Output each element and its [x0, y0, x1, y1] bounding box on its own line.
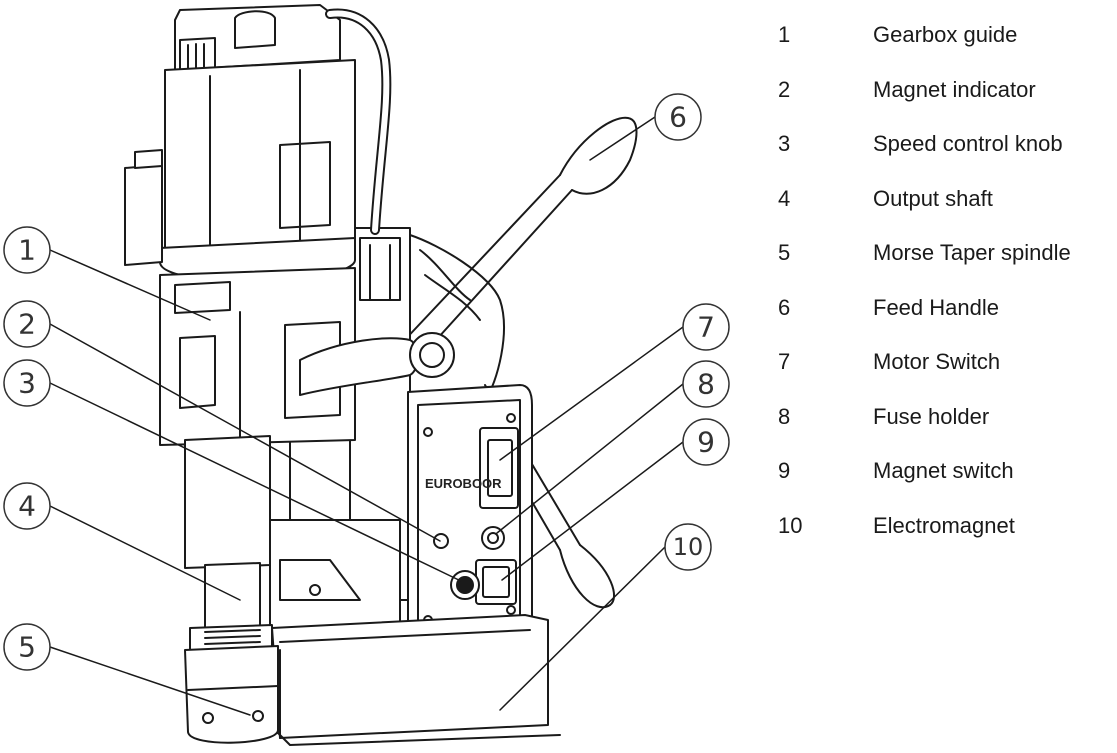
callout-number: 2	[18, 308, 36, 341]
legend-item: 5 Morse Taper spindle	[778, 226, 1113, 281]
gearbox	[159, 267, 455, 446]
legend-label: Feed Handle	[873, 294, 999, 320]
switch-panel: EUROBOOR	[407, 384, 533, 646]
legend-label: Output shaft	[873, 185, 993, 211]
callout-1: 1	[3, 226, 51, 274]
callout-number: 10	[673, 533, 704, 561]
spindle	[184, 435, 279, 744]
parts-legend: 1 Gearbox guide 2 Magnet indicator 3 Spe…	[778, 8, 1113, 553]
electromagnet-base	[271, 614, 561, 746]
legend-label: Motor Switch	[873, 349, 1001, 375]
legend-number: 4	[778, 185, 791, 211]
legend-item: 9 Magnet switch	[778, 444, 1113, 499]
legend-label: Magnet indicator	[873, 76, 1036, 102]
legend-item: 1 Gearbox guide	[778, 8, 1113, 63]
legend-item: 4 Output shaft	[778, 172, 1113, 227]
callout-4: 4	[3, 482, 51, 530]
callout-number: 1	[18, 234, 36, 267]
leader-lines	[49, 116, 684, 716]
callout-2: 2	[3, 300, 51, 348]
callout-number: 8	[697, 368, 715, 401]
legend-number: 2	[778, 76, 791, 102]
callout-8: 8	[682, 360, 730, 408]
legend-label: Morse Taper spindle	[873, 240, 1071, 266]
callout-9: 9	[682, 418, 730, 466]
legend-item: 3 Speed control knob	[778, 117, 1113, 172]
legend-label: Magnet switch	[873, 458, 1014, 484]
callout-5: 5	[3, 623, 51, 671]
callout-number: 4	[18, 490, 36, 523]
callout-7: 7	[682, 303, 730, 351]
legend-number: 3	[778, 131, 791, 157]
legend-number: 7	[778, 349, 791, 375]
legend-label: Gearbox guide	[873, 22, 1018, 48]
legend-label: Speed control knob	[873, 131, 1063, 157]
legend-number: 9	[778, 458, 791, 484]
legend-item: 6 Feed Handle	[778, 281, 1113, 336]
legend-item: 8 Fuse holder	[778, 390, 1113, 445]
callout-number: 9	[697, 426, 715, 459]
callout-10: 10	[664, 523, 712, 571]
legend-number: 1	[778, 22, 791, 48]
legend-number: 10	[778, 512, 803, 538]
callout-6: 6	[654, 93, 702, 141]
legend-item: 2 Magnet indicator	[778, 63, 1113, 118]
legend-number: 8	[778, 403, 791, 429]
callout-number: 6	[669, 101, 687, 134]
callout-number: 3	[18, 367, 36, 400]
legend-number: 6	[778, 294, 791, 320]
legend-label: Electromagnet	[873, 512, 1015, 538]
callout-number: 5	[18, 631, 36, 664]
brand-plate-label: EUROBOOR	[425, 476, 502, 491]
callout-3: 3	[3, 359, 51, 407]
motor-housing	[124, 4, 392, 283]
callout-number: 7	[697, 311, 715, 344]
legend-item: 10 Electromagnet	[778, 499, 1113, 554]
legend-label: Fuse holder	[873, 403, 990, 429]
legend-item: 7 Motor Switch	[778, 335, 1113, 390]
drill-column	[349, 227, 505, 601]
legend-number: 5	[778, 240, 791, 266]
